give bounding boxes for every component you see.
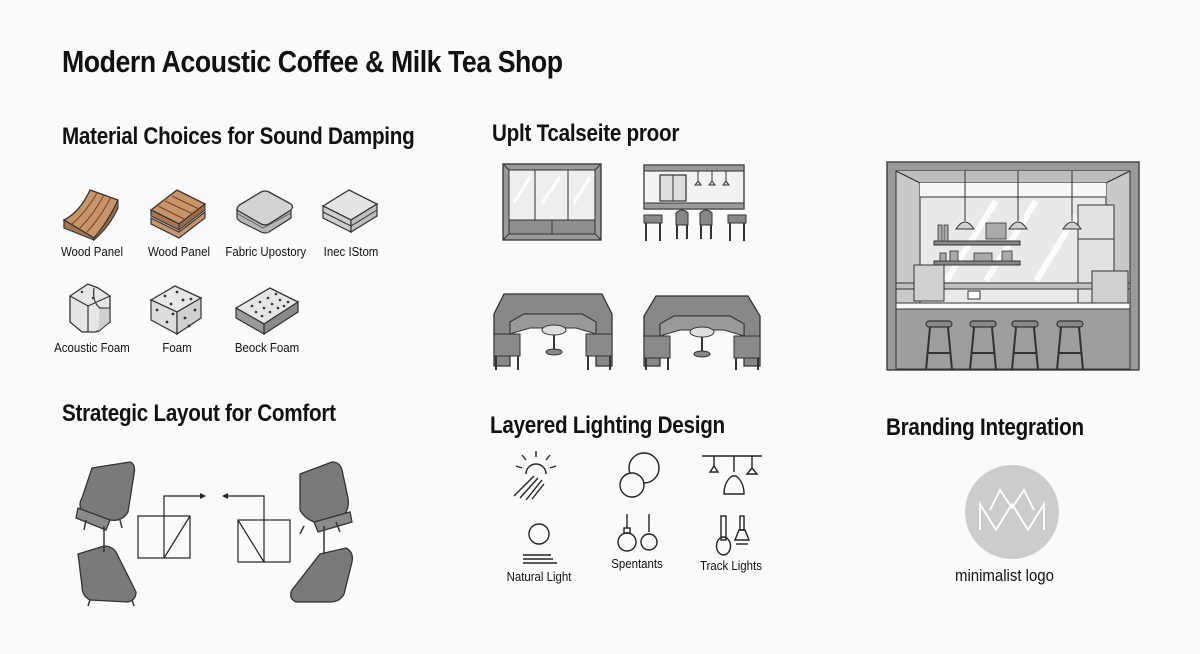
lighting-item-track: Track Lights bbox=[686, 514, 776, 573]
material-label: Inec IStom bbox=[323, 244, 379, 259]
material-label: Beock Foam bbox=[234, 340, 300, 355]
material-label: Fabric Upostory bbox=[225, 244, 307, 259]
lighting-item-pendants: Spentants bbox=[592, 514, 682, 571]
minimalist-logo bbox=[965, 465, 1059, 559]
materials-heading: Material Choices for Sound Damping bbox=[62, 123, 415, 150]
material-label: Wood Panel bbox=[147, 244, 211, 259]
lighting-label: Spentants bbox=[611, 556, 663, 571]
material-label: Foam bbox=[162, 340, 192, 355]
wood-panel-layered-icon bbox=[149, 189, 207, 239]
fabric-upholstery-icon bbox=[236, 190, 294, 234]
window-bench-seating-illustration bbox=[643, 164, 747, 241]
material-item-wood-panel: Wood Panel bbox=[47, 182, 137, 259]
booth-seating-illustration-2 bbox=[643, 295, 761, 370]
comfort-layout-diagram bbox=[75, 461, 354, 607]
booth-seating-illustration bbox=[493, 293, 613, 370]
material-item-fabric: Fabric Upostory bbox=[220, 182, 310, 259]
sun-horizon-icon bbox=[523, 523, 557, 564]
wood-panel-curved-icon bbox=[62, 189, 119, 242]
lighting-label: Natural Light bbox=[506, 569, 572, 584]
track-lights-icon bbox=[715, 515, 751, 556]
window-panel-illustration bbox=[502, 163, 602, 241]
lighting-heading: Layered Lighting Design bbox=[490, 412, 725, 439]
lighting-item-natural: Natural Light bbox=[494, 523, 584, 584]
material-item-slab: Inec IStom bbox=[306, 182, 396, 259]
overlapping-circles-icon bbox=[619, 452, 660, 498]
logo-caption: minimalist logo bbox=[955, 566, 1054, 585]
sun-rays-icon bbox=[513, 451, 557, 501]
armchair-top-right bbox=[299, 461, 349, 523]
track-pendant-icon bbox=[702, 455, 762, 495]
upholstery-heading: Uplt Tcalseite proor bbox=[492, 120, 680, 147]
lighting-label: Track Lights bbox=[700, 558, 762, 573]
armchair-bottom-right bbox=[290, 547, 354, 603]
block-foam-icon bbox=[234, 287, 300, 336]
material-item-block-foam: Beock Foam bbox=[222, 278, 312, 355]
pendant-lights-icon bbox=[617, 514, 658, 552]
page-title: Modern Acoustic Coffee & Milk Tea Shop bbox=[62, 44, 563, 79]
layered-slab-icon bbox=[321, 189, 379, 234]
material-item-acoustic-foam: Acoustic Foam bbox=[47, 278, 137, 355]
foam-cube-icon bbox=[149, 285, 203, 336]
branding-heading: Branding Integration bbox=[886, 414, 1084, 441]
armchair-bottom-left bbox=[77, 545, 137, 603]
material-label: Wood Panel bbox=[60, 244, 124, 259]
material-label: Acoustic Foam bbox=[54, 340, 130, 355]
acoustic-foam-icon bbox=[69, 283, 111, 333]
material-item-foam: Foam bbox=[132, 278, 222, 355]
material-item-wood-panel-2: Wood Panel bbox=[134, 182, 224, 259]
layout-heading: Strategic Layout for Comfort bbox=[62, 400, 336, 427]
armchair-top-left bbox=[79, 461, 136, 521]
cafe-counter-interior-illustration bbox=[886, 161, 1140, 371]
